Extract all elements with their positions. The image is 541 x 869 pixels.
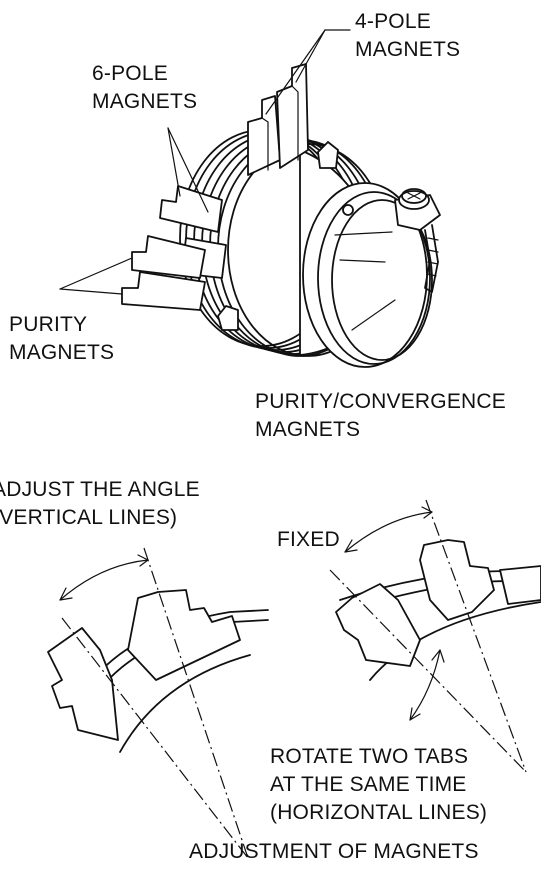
vertical-adjust-detail (47, 547, 269, 859)
rotate-label-line2: AT THE SAME TIME (270, 773, 467, 796)
purity-convergence-label-line2: MAGNETS (255, 418, 360, 441)
four-pole-tabs (247, 63, 309, 176)
fixed-label: FIXED (277, 528, 340, 551)
adjust-angle-label-line2: (VERTICAL LINES) (0, 506, 177, 529)
four-pole-label-line1: 4-POLE (355, 10, 431, 33)
horizontal-adjust-detail (329, 499, 541, 773)
diagram-caption: ADJUSTMENT OF MAGNETS (189, 840, 479, 863)
purity-label-line2: MAGNETS (9, 341, 114, 364)
purity-label-line1: PURITY (9, 313, 87, 336)
four-pole-label-line2: MAGNETS (355, 38, 460, 61)
front-sleeve (302, 182, 433, 368)
purity-convergence-assembly (121, 63, 441, 368)
clamp-screw (394, 188, 441, 293)
adjust-angle-label-line1: ADJUST THE ANGLE (0, 478, 200, 501)
six-pole-label-line1: 6-POLE (92, 62, 168, 85)
six-pole-label-line2: MAGNETS (92, 90, 197, 113)
purity-convergence-label-line1: PURITY/CONVERGENCE (255, 390, 506, 413)
rotate-label-line1: ROTATE TWO TABS (270, 745, 468, 768)
purity-tabs (121, 235, 206, 311)
leader-lines (59, 29, 351, 295)
rotate-label-line3: (HORIZONTAL LINES) (270, 801, 487, 824)
